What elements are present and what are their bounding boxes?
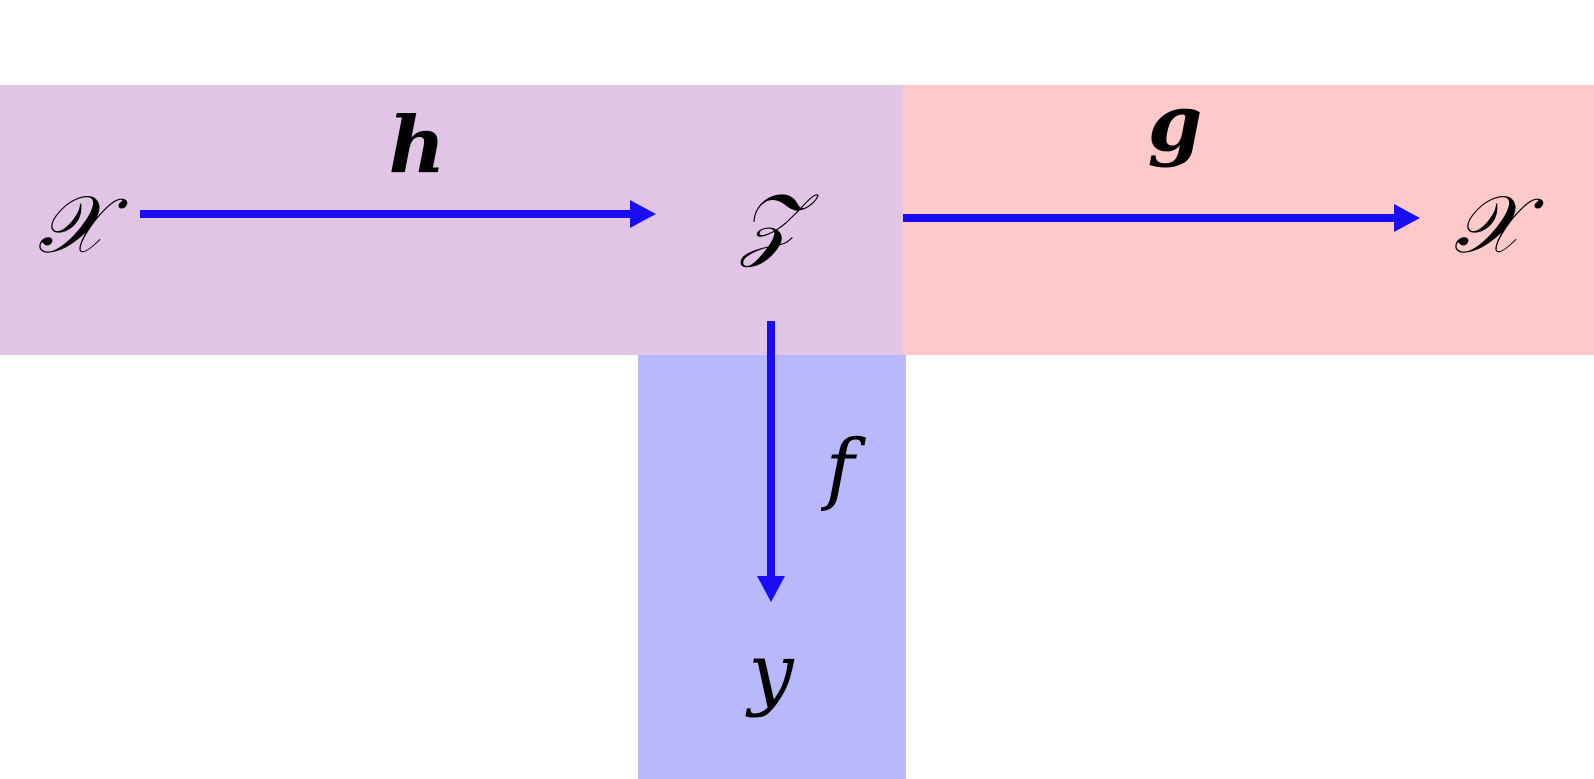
output-space-symbol: y bbox=[745, 626, 795, 719]
encoder-region bbox=[0, 85, 903, 355]
decoder-label: g bbox=[1148, 78, 1203, 169]
encoder-arrow-head bbox=[630, 200, 656, 228]
decoder-arrow-head bbox=[1394, 204, 1420, 232]
encoder-label: h bbox=[389, 100, 446, 191]
predictor-arrow-head bbox=[757, 576, 785, 602]
